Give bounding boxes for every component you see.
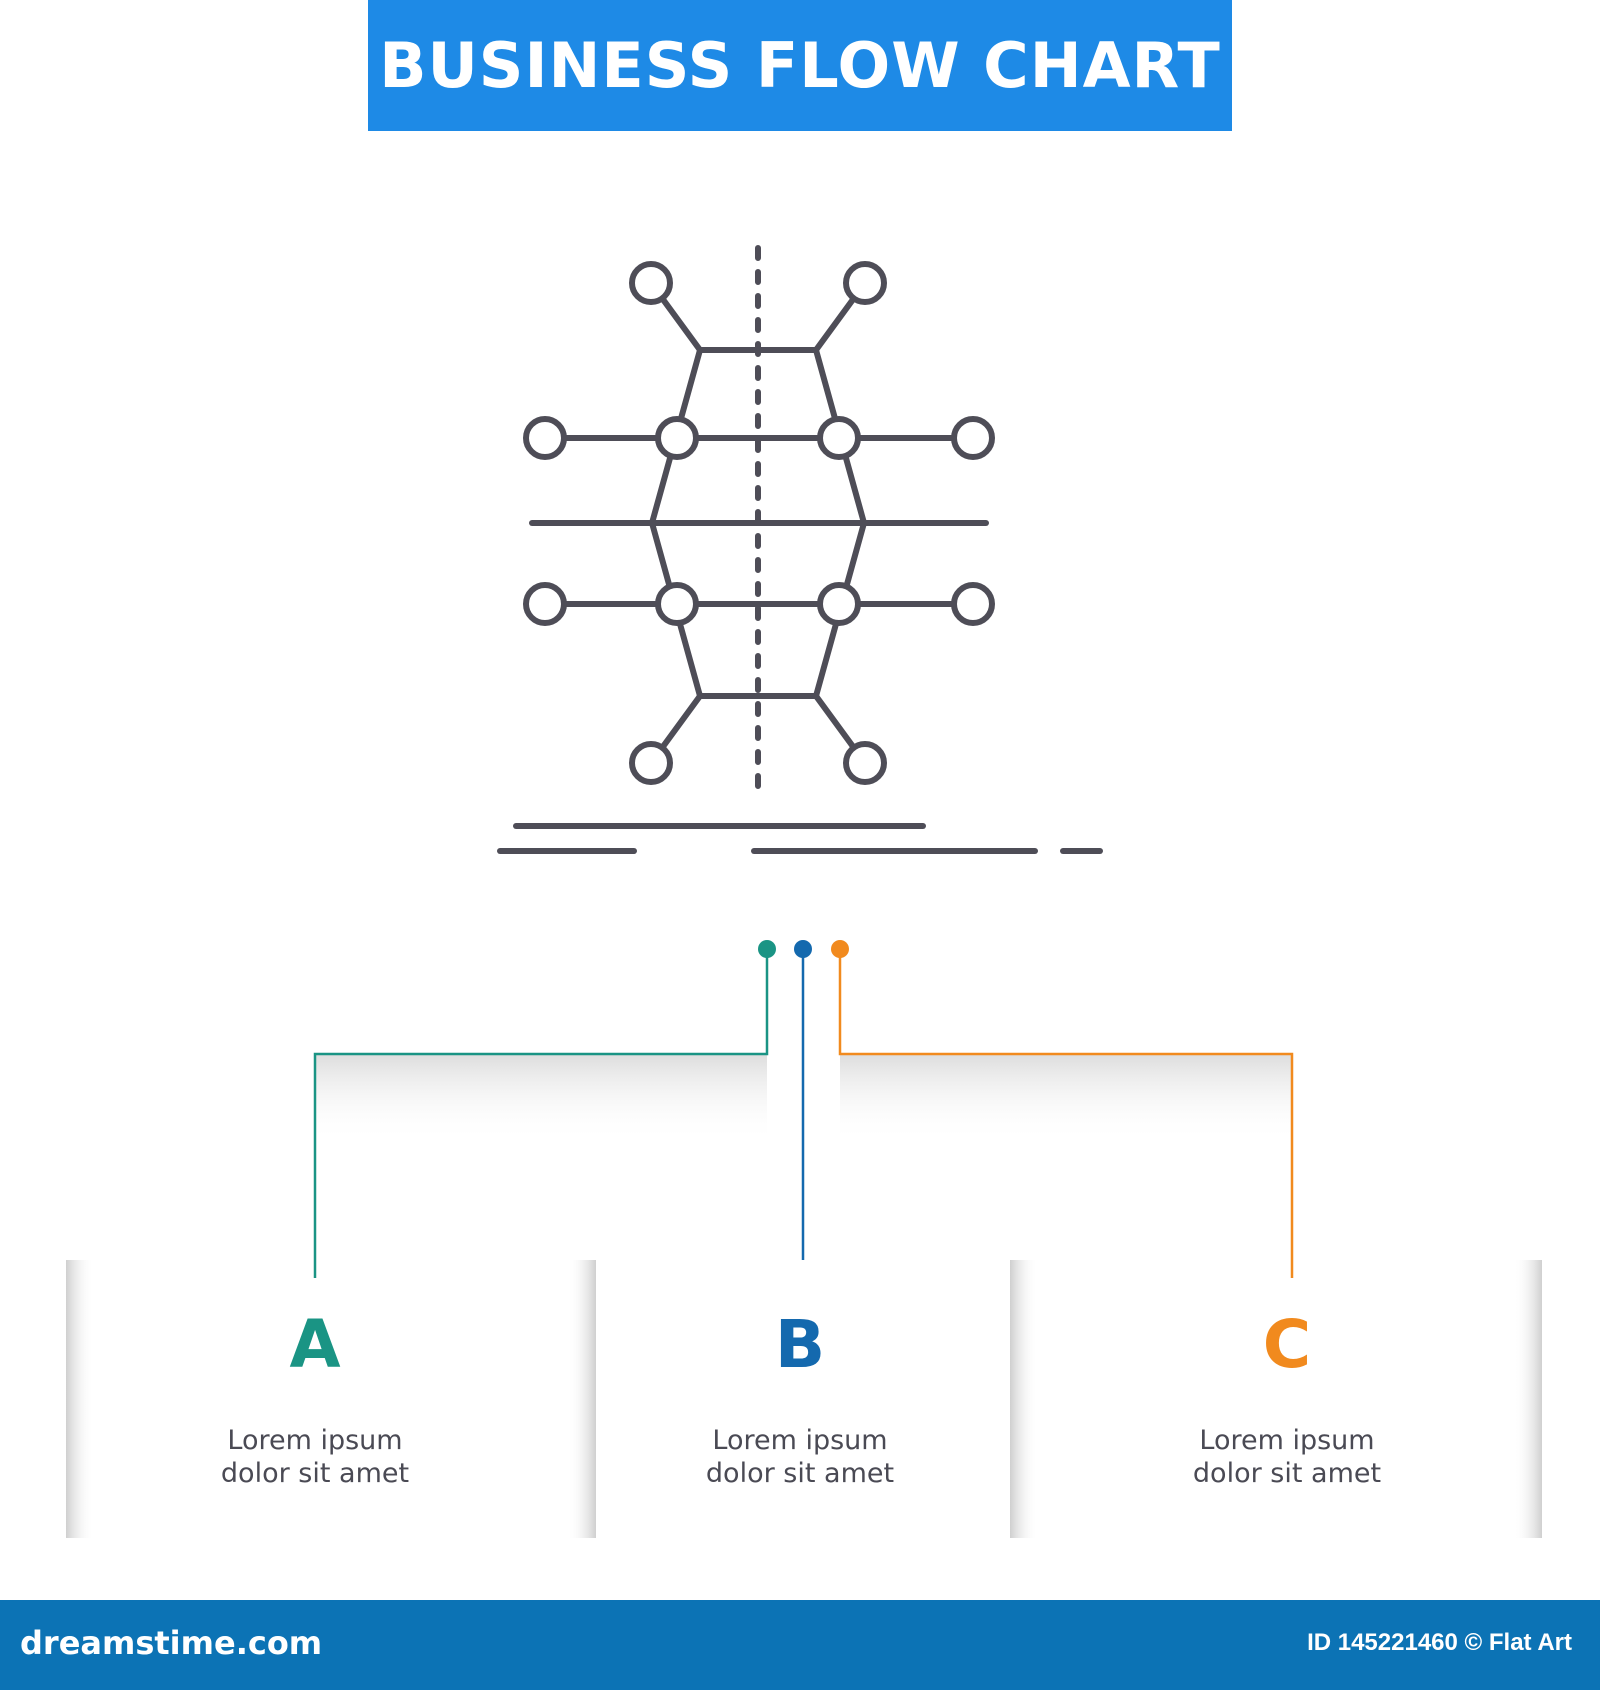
footer-bar: dreamstime.com ID 145221460 © Flat Art — [0, 1600, 1600, 1690]
node-circle — [951, 582, 995, 626]
footer-brand: dreamstime.com — [20, 1624, 323, 1662]
node-circle — [951, 416, 995, 460]
option-a-text: Lorem ipsum dolor sit amet — [105, 1424, 525, 1490]
option-b-text: Lorem ipsum dolor sit amet — [590, 1424, 1010, 1490]
option-c-text-line1: Lorem ipsum — [1199, 1425, 1375, 1456]
option-b-letter: B — [774, 1306, 826, 1383]
option-c-letter: C — [1262, 1306, 1312, 1383]
card-shadow — [568, 1260, 596, 1538]
footer-image-id: ID 145221460 © Flat Art — [1307, 1629, 1572, 1656]
connector-b — [794, 940, 812, 1260]
option-b-text-line1: Lorem ipsum — [712, 1425, 888, 1456]
card-shadow — [1010, 1260, 1038, 1538]
title-banner: BUSINESS FLOW CHART — [368, 0, 1232, 131]
arm-shadow — [315, 1054, 767, 1142]
option-b: B Lorem ipsum dolor sit amet — [590, 1312, 1010, 1490]
node-circle — [655, 582, 699, 626]
connector-c — [831, 940, 1294, 1278]
arm-shadow — [840, 1054, 1292, 1142]
option-a-text-line1: Lorem ipsum — [227, 1425, 403, 1456]
option-a-letter: A — [289, 1306, 341, 1383]
card-shadow — [66, 1260, 94, 1538]
node-circle — [817, 582, 861, 626]
node-circle — [629, 261, 673, 305]
node-circle — [523, 582, 567, 626]
node-circle — [629, 741, 673, 785]
option-a-text-line2: dolor sit amet — [220, 1458, 410, 1489]
hexagon-network-icon — [497, 245, 1103, 854]
flow-chart-diagram — [66, 245, 1542, 1538]
option-a: A Lorem ipsum dolor sit amet — [105, 1312, 525, 1490]
node-circle — [523, 416, 567, 460]
option-b-text-line2: dolor sit amet — [705, 1458, 895, 1489]
option-c-text-line2: dolor sit amet — [1192, 1458, 1382, 1489]
node-circle — [843, 741, 887, 785]
node-circle — [843, 261, 887, 305]
option-c-text: Lorem ipsum dolor sit amet — [1077, 1424, 1497, 1490]
connector-a-dot — [758, 940, 776, 958]
connector-a — [313, 940, 776, 1278]
card-shadow — [1514, 1260, 1542, 1538]
node-circle — [817, 416, 861, 460]
connector-b-dot — [794, 940, 812, 958]
option-c: C Lorem ipsum dolor sit amet — [1077, 1312, 1497, 1490]
node-circle — [655, 416, 699, 460]
connector-c-dot — [831, 940, 849, 958]
page-title: BUSINESS FLOW CHART — [379, 29, 1221, 102]
